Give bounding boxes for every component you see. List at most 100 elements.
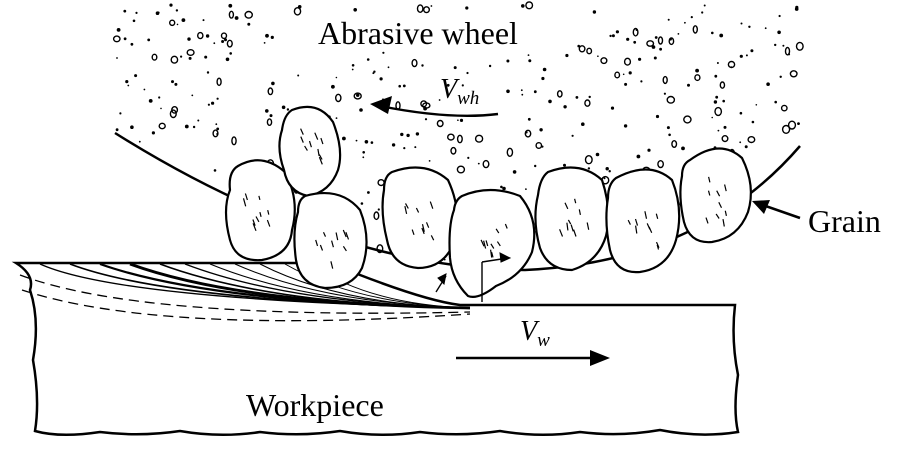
speckle bbox=[367, 191, 370, 194]
speckle bbox=[227, 40, 232, 47]
speckle bbox=[606, 167, 609, 170]
speckle bbox=[664, 93, 666, 95]
speckle bbox=[448, 134, 454, 140]
speckle bbox=[431, 5, 433, 7]
speckle bbox=[521, 89, 523, 91]
speckle bbox=[388, 66, 390, 68]
workpiece-label: Workpiece bbox=[246, 387, 384, 423]
speckle bbox=[336, 94, 341, 101]
speckle bbox=[171, 80, 174, 83]
speckle bbox=[159, 123, 165, 128]
speckle bbox=[460, 119, 463, 122]
speckle bbox=[668, 134, 671, 137]
speckle bbox=[720, 82, 724, 88]
speckle bbox=[752, 121, 755, 124]
speckle bbox=[624, 83, 627, 86]
speckle bbox=[525, 131, 528, 134]
speckle bbox=[659, 37, 663, 44]
speckle bbox=[414, 146, 416, 148]
speckle bbox=[174, 83, 177, 86]
speckle bbox=[715, 96, 718, 99]
speckle bbox=[264, 42, 266, 44]
speckle bbox=[372, 72, 374, 74]
speckle bbox=[437, 121, 443, 127]
speckle bbox=[534, 90, 537, 93]
speckle bbox=[576, 96, 579, 99]
speckle bbox=[135, 12, 137, 14]
speckle bbox=[714, 75, 717, 78]
wheel-velocity-label: Vwh bbox=[440, 74, 479, 109]
speckle bbox=[667, 97, 674, 104]
speckle bbox=[127, 85, 129, 87]
speckle bbox=[637, 155, 641, 159]
speckle bbox=[216, 127, 219, 130]
speckle bbox=[715, 108, 721, 116]
speckle bbox=[640, 80, 642, 82]
speckle bbox=[638, 58, 641, 61]
speckle bbox=[416, 132, 419, 135]
speckle bbox=[458, 135, 463, 142]
speckle bbox=[507, 148, 512, 156]
speckle bbox=[421, 64, 423, 66]
speckle bbox=[119, 112, 121, 114]
speckle bbox=[226, 58, 230, 62]
speckle bbox=[521, 94, 523, 96]
speckle bbox=[374, 212, 379, 219]
speckle bbox=[229, 52, 232, 55]
speckle bbox=[528, 54, 530, 56]
speckle bbox=[790, 71, 797, 77]
speckle bbox=[719, 34, 723, 38]
speckle bbox=[208, 104, 210, 106]
grain bbox=[680, 148, 751, 242]
speckle bbox=[596, 153, 600, 157]
speckle bbox=[133, 20, 136, 23]
speckle bbox=[633, 41, 636, 44]
speckle bbox=[152, 131, 155, 134]
speckle bbox=[717, 62, 719, 64]
speckle bbox=[177, 24, 179, 26]
speckle bbox=[478, 163, 480, 165]
speckle bbox=[403, 147, 405, 149]
abrasive-grains bbox=[226, 107, 751, 297]
speckle bbox=[543, 68, 547, 72]
speckle bbox=[157, 12, 159, 14]
speckle bbox=[454, 66, 457, 69]
speckle bbox=[235, 16, 239, 20]
speckle bbox=[294, 8, 300, 15]
speckle bbox=[609, 35, 611, 37]
speckle bbox=[536, 143, 541, 149]
speckle bbox=[465, 6, 468, 9]
speckle bbox=[711, 117, 713, 119]
speckle bbox=[581, 122, 585, 126]
speckle bbox=[169, 4, 172, 7]
speckle bbox=[297, 75, 299, 77]
speckle bbox=[483, 161, 489, 168]
speckle bbox=[521, 4, 525, 8]
speckle bbox=[215, 123, 217, 125]
speckle bbox=[359, 108, 363, 112]
speckle bbox=[176, 9, 178, 11]
speckle bbox=[774, 44, 776, 46]
speckle bbox=[476, 135, 483, 142]
speckle bbox=[626, 38, 629, 41]
speckle bbox=[782, 45, 784, 47]
speckle bbox=[193, 126, 195, 128]
speckle bbox=[731, 66, 733, 68]
speckle bbox=[739, 141, 741, 143]
speckle bbox=[451, 148, 456, 154]
speckle bbox=[654, 57, 657, 60]
speckle bbox=[623, 74, 625, 76]
speckle bbox=[740, 55, 743, 58]
speckle bbox=[171, 56, 177, 63]
speckle bbox=[418, 5, 423, 12]
speckle bbox=[563, 164, 566, 167]
speckle bbox=[528, 118, 531, 121]
speckle bbox=[624, 124, 627, 127]
speckle bbox=[655, 36, 658, 39]
speckle bbox=[548, 100, 552, 104]
speckle bbox=[356, 94, 359, 97]
speckle bbox=[207, 71, 209, 73]
speckle bbox=[788, 53, 790, 55]
speckle bbox=[189, 57, 192, 60]
